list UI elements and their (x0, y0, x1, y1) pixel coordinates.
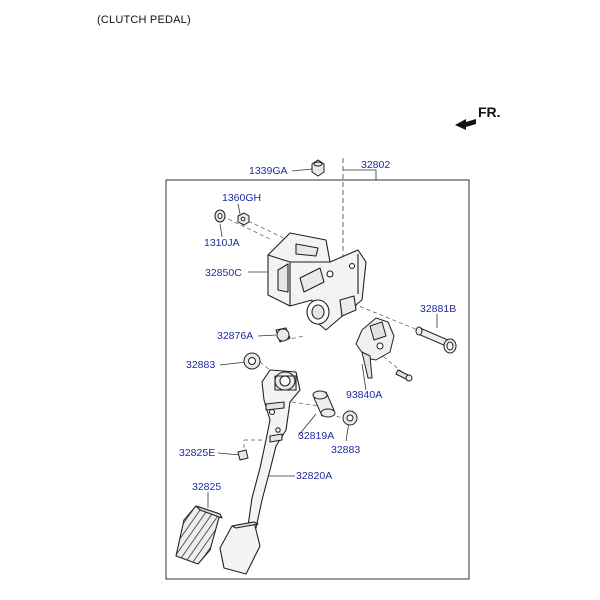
bushing-32883-right (342, 410, 358, 426)
pedal-arm-32820a (247, 369, 301, 529)
clutch-switch-93840a (355, 317, 413, 382)
front-direction-label: FR. (478, 104, 501, 120)
part-label-32825: 32825 (192, 481, 222, 493)
stopper-32876a (275, 327, 291, 343)
part-label-32876a: 32876A (217, 330, 254, 342)
pedal-bracket-32850c (267, 232, 367, 331)
front-direction-arrow-icon (455, 119, 476, 130)
part-label-32883-left: 32883 (186, 359, 216, 371)
stopper-32825e (237, 449, 249, 461)
pedal-pad-32825 (175, 505, 223, 565)
part-label-32825e: 32825E (179, 447, 216, 459)
bushing-32883-left (243, 352, 261, 370)
part-label-1310ja: 1310JA (204, 237, 240, 249)
part-label-32850c: 32850C (205, 267, 242, 279)
part-label-32802: 32802 (361, 159, 391, 171)
part-label-32883-right: 32883 (331, 444, 361, 456)
diagram-caption: (CLUTCH PEDAL) (97, 14, 191, 26)
pedal-plate (219, 521, 261, 575)
part-label-1360gh: 1360GH (222, 192, 262, 204)
part-label-32881b: 32881B (420, 303, 457, 315)
assembly-frame (165, 179, 470, 580)
nut-1310ja (214, 209, 226, 223)
part-label-1339ga: 1339GA (249, 165, 288, 177)
pin-32881b (415, 326, 457, 354)
part-label-32820a: 32820A (296, 470, 333, 482)
part-label-93840a: 93840A (346, 389, 383, 401)
part-label-32819a: 32819A (298, 430, 335, 442)
nut-1360gh (237, 212, 250, 226)
nut-1339ga (311, 159, 325, 177)
spacer-32819a (312, 390, 336, 418)
